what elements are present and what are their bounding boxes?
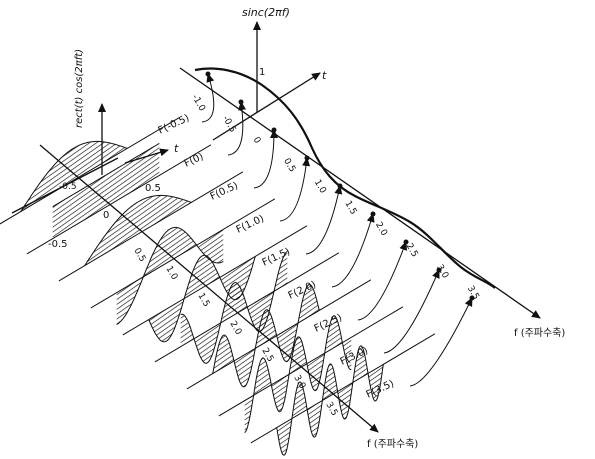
wave-label: F(0.5) — [209, 180, 240, 202]
wave-7: F(3.0) — [218, 267, 442, 433]
wave-hatch-fill — [212, 284, 320, 387]
wave-arrow — [409, 297, 473, 387]
sample-dot — [469, 295, 475, 301]
f-tick-label: 2.0 — [373, 221, 389, 239]
wave-hatch-fill — [148, 255, 256, 342]
wave-label: F(-0.5) — [157, 113, 192, 137]
wave-arrow — [253, 129, 278, 189]
wave-group: F(-0.5)F(0)F(0.5)F(1.0)F(1.5)F(2.0)F(2.5… — [0, 71, 475, 456]
wave-8: F(3.5) — [250, 295, 475, 456]
rect-axis-label: rect(t) cos(2πft) — [74, 49, 85, 128]
wave-arrow — [357, 241, 407, 321]
wave-arrow — [305, 185, 343, 255]
sample-dot — [205, 71, 211, 77]
wave-arrow — [227, 101, 247, 156]
f-tick-label: 0 — [251, 136, 263, 146]
wave-hatch-fill — [180, 251, 288, 364]
sample-dot — [238, 99, 244, 105]
wave-arrow — [331, 213, 375, 288]
wave-arrow — [279, 157, 311, 222]
wave-curve — [52, 142, 160, 208]
t-tick-neg-upper: -0.5 — [59, 182, 77, 192]
wave-arrow — [201, 73, 215, 123]
wave-curve — [244, 315, 352, 433]
bottom-tick-30: 3.0 — [291, 374, 307, 392]
sinc-axis-label: sinc(2πf) — [242, 6, 290, 19]
wave-baseline — [186, 279, 372, 390]
sample-dot — [436, 267, 442, 273]
bottom-tick-10: 1.0 — [163, 265, 179, 283]
sinc-tick-1: 1 — [259, 67, 265, 78]
wave-label: F(0) — [183, 151, 206, 169]
f-tick-label: -0.5 — [220, 114, 237, 134]
wave-hatch-fill — [276, 345, 384, 456]
wave-hatch-fill — [116, 227, 224, 325]
f-tick-label: 3.0 — [434, 263, 450, 281]
t-tick-zero: 0 — [103, 210, 109, 221]
f-tick-label: 1.0 — [312, 178, 328, 196]
f-tick-label: 2.5 — [404, 242, 420, 259]
f-tick-label: -1.0 — [189, 93, 207, 113]
f-tick-label: 3.5 — [465, 284, 481, 301]
bottom-tick-35: 3.5 — [323, 401, 339, 418]
sample-dot — [304, 155, 310, 161]
bottom-tick-15: 1.5 — [195, 292, 211, 309]
bottom-tick-05: 0.5 — [131, 247, 147, 264]
t-tick-pos: 0.5 — [145, 183, 161, 194]
wave-label: F(1.5) — [261, 246, 292, 268]
sinc-envelope-curve — [194, 67, 496, 289]
f-tick-label: 0.5 — [281, 157, 297, 174]
wave-hatch-fill — [20, 141, 128, 212]
wave-curve — [212, 283, 320, 388]
sample-dot — [403, 239, 409, 245]
wave-hatch-fill — [244, 315, 352, 433]
t-axis-top-label: t — [322, 69, 327, 82]
wave-curve — [276, 345, 384, 456]
wave-hatch-fill — [84, 195, 192, 266]
wave-arrow — [383, 269, 440, 354]
f-axis-label-bottom: f (주파수축) — [367, 438, 418, 450]
t-tick-neg: -0.5 — [48, 239, 68, 250]
bottom-tick-20: 2.0 — [227, 320, 243, 338]
wave-curve — [84, 194, 192, 266]
wave-curve — [180, 251, 288, 364]
f-tick-label: 1.5 — [342, 199, 358, 216]
wave-hatch-fill — [52, 143, 160, 239]
sample-dot — [271, 127, 277, 133]
wave-curve — [20, 140, 128, 212]
t-axis-top — [212, 72, 321, 141]
t-axis-lower-label: t — [174, 142, 179, 155]
wave-label: F(1.0) — [235, 213, 266, 235]
f-axis-label: f (주파수축) — [514, 327, 565, 339]
sample-dot — [370, 211, 376, 217]
